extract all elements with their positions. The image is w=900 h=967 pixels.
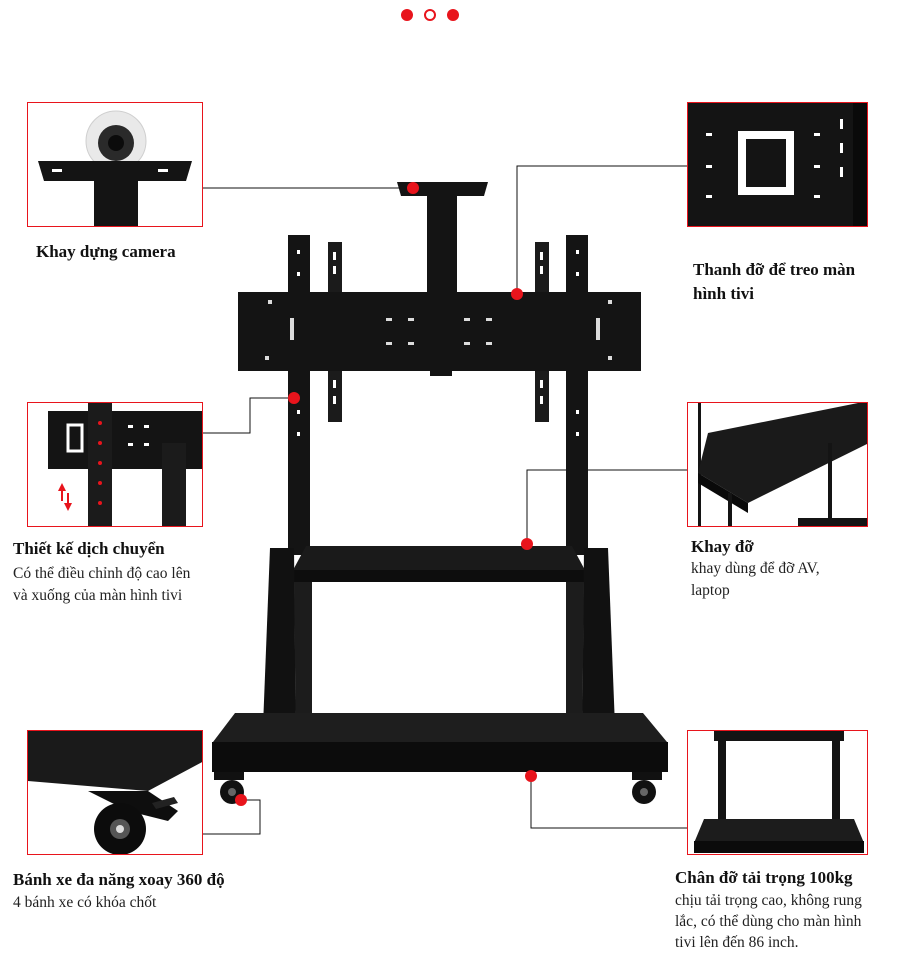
- carousel-dot-2-active[interactable]: [424, 9, 436, 21]
- mount-plate: [238, 292, 641, 371]
- base-title: Chân đỡ tải trọng 100kg: [675, 868, 853, 887]
- adjustable-title: Thiết kế dịch chuyển: [13, 539, 165, 558]
- inset-wheels: [27, 730, 203, 855]
- a-frame-legs: [262, 548, 616, 752]
- av-shelf: [290, 546, 588, 582]
- adjustable-desc-line2: và xuống của màn hình tivi: [13, 587, 183, 604]
- shelf-title: Khay đỡ: [691, 537, 754, 556]
- carousel-dot-1[interactable]: [401, 9, 413, 21]
- callout-lines: [203, 165, 687, 835]
- wheels-title: Bánh xe đa năng xoay 360 độ: [13, 870, 225, 889]
- inset-base: [687, 730, 868, 855]
- camera-tray-title: Khay dựng camera: [36, 242, 176, 261]
- base-desc-line1: chịu tải trọng cao, không rung: [675, 892, 862, 909]
- adjustable-desc-line1: Có thể điều chỉnh độ cao lên: [13, 565, 191, 582]
- camera-tray: [397, 182, 488, 298]
- inset-camera-tray: [27, 102, 203, 227]
- casters: [214, 772, 662, 804]
- inset-tv-mount-bar: [687, 102, 868, 227]
- carousel-dot-3[interactable]: [447, 9, 459, 21]
- inset-shelf: [687, 402, 868, 527]
- callout-dots: [235, 182, 537, 806]
- base-desc-line3: tivi lên đến 86 inch.: [675, 934, 799, 951]
- inset-adjustable: [27, 402, 203, 527]
- base-platform: [212, 713, 668, 772]
- tv-mount-bar-title-line2: hình tivi: [693, 284, 754, 303]
- shelf-desc-line2: laptop: [691, 582, 730, 599]
- base-desc-line2: lắc, có thể dùng cho màn hình: [675, 913, 862, 930]
- tv-mount-bar-title-line1: Thanh đỡ để treo màn: [693, 260, 856, 279]
- wheels-desc: 4 bánh xe có khóa chốt: [13, 894, 157, 911]
- shelf-desc-line1: khay dùng để đỡ AV,: [691, 560, 820, 577]
